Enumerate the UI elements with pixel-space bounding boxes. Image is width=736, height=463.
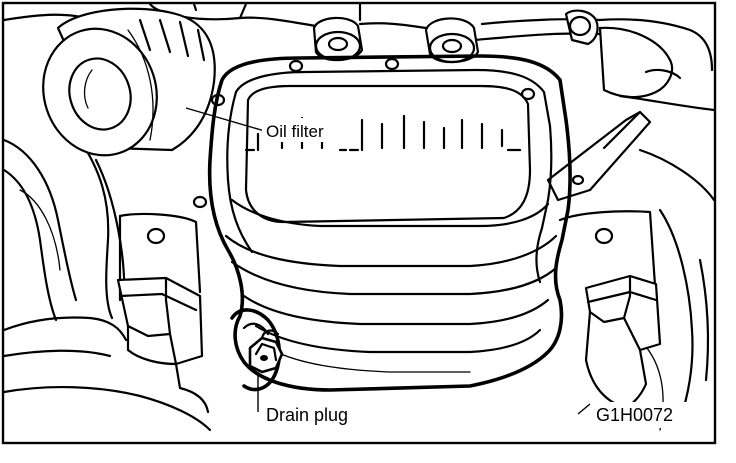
left-mount-bracket — [116, 212, 210, 414]
figure-code-label-bg — [592, 402, 704, 428]
drain-plug-label-bg — [262, 402, 372, 428]
oil-filter-label: Oil filter — [266, 122, 324, 141]
right-mount-bracket — [558, 210, 662, 416]
oil-filter — [42, 7, 216, 157]
drain-plug — [230, 308, 284, 392]
figure-code-leader — [577, 403, 591, 415]
engine-block-outline — [2, 2, 716, 432]
figure-code-label: G1H0072 — [596, 405, 673, 425]
oil-filter-leader — [185, 107, 269, 133]
drain-plug-label: Drain plug — [266, 405, 348, 425]
figure-frame — [1, 1, 717, 445]
oil-pan — [192, 54, 572, 392]
upper-right-bracket — [546, 26, 682, 202]
oil-filter-label-bg — [262, 118, 342, 142]
